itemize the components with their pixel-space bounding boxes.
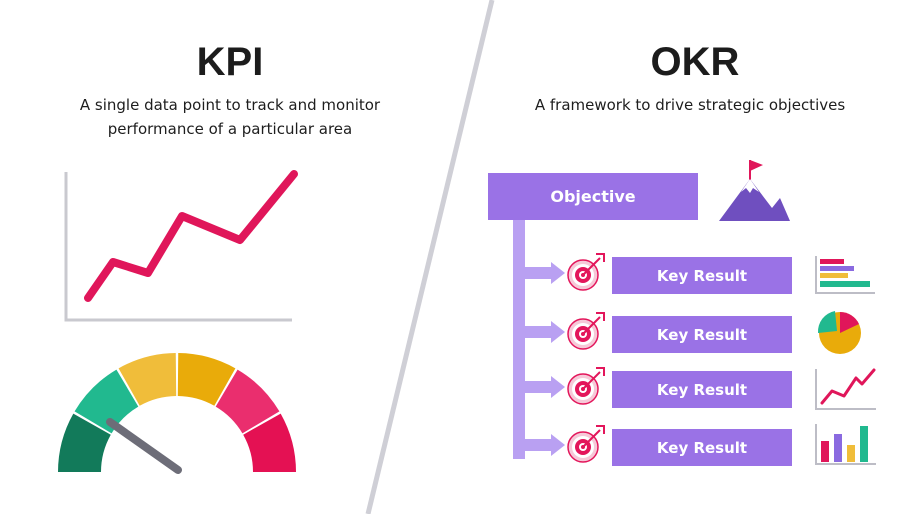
okr-title: OKR xyxy=(650,40,740,84)
target-icon xyxy=(567,253,605,291)
key-result-3: Key Result xyxy=(612,371,792,408)
target-icon xyxy=(567,425,605,463)
target-icon xyxy=(567,312,605,350)
key-result-4: Key Result xyxy=(612,429,792,466)
objective-box: Objective xyxy=(488,173,698,220)
gauge-segment xyxy=(74,369,139,434)
key-result-2: Key Result xyxy=(612,316,792,353)
kpi-description-line1: A single data point to track and monitor xyxy=(79,96,381,114)
key-result-1: Key Result xyxy=(612,257,792,294)
gauge-segment xyxy=(215,369,280,434)
target-icon xyxy=(567,367,605,405)
gauge-segment xyxy=(58,413,111,472)
kpi-description-line2: performance of a particular area xyxy=(107,120,353,138)
kpi-title: KPI xyxy=(196,40,264,84)
gauge-segment xyxy=(243,413,296,472)
gauge-segment xyxy=(177,353,236,406)
gauge-segment xyxy=(118,353,177,406)
okr-description: A framework to drive strategic objective… xyxy=(534,96,846,114)
